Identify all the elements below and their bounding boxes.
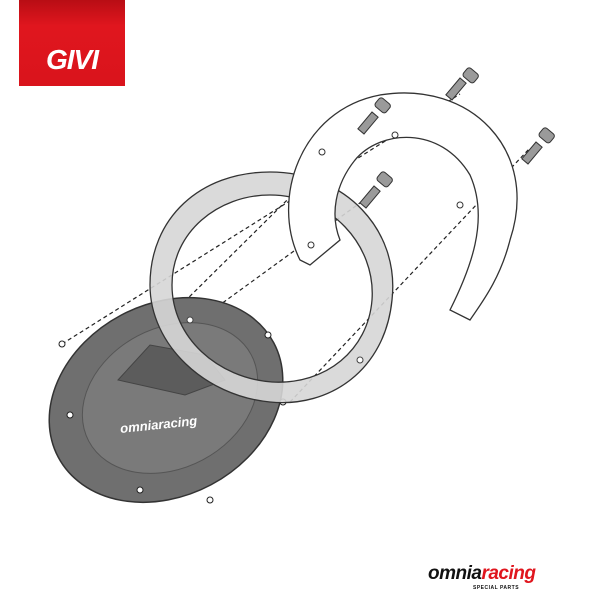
omniaracing-watermark: omniaracing SPECIAL PARTS (428, 555, 598, 595)
adapter-ring (287, 92, 518, 321)
watermark-word1: omnia (428, 563, 482, 584)
screw (521, 127, 555, 165)
givi-logo: GIVI (19, 0, 125, 86)
assembly-line (61, 93, 461, 345)
screws (357, 67, 555, 209)
watermark-word2: racing (481, 563, 536, 584)
base-plate (48, 296, 287, 504)
watermark-tagline: SPECIAL PARTS (473, 585, 520, 591)
assembly-line (289, 147, 531, 403)
screw (357, 97, 391, 135)
screw (359, 171, 393, 209)
givi-logo-text: GIVI (45, 44, 99, 75)
screw (445, 67, 479, 101)
